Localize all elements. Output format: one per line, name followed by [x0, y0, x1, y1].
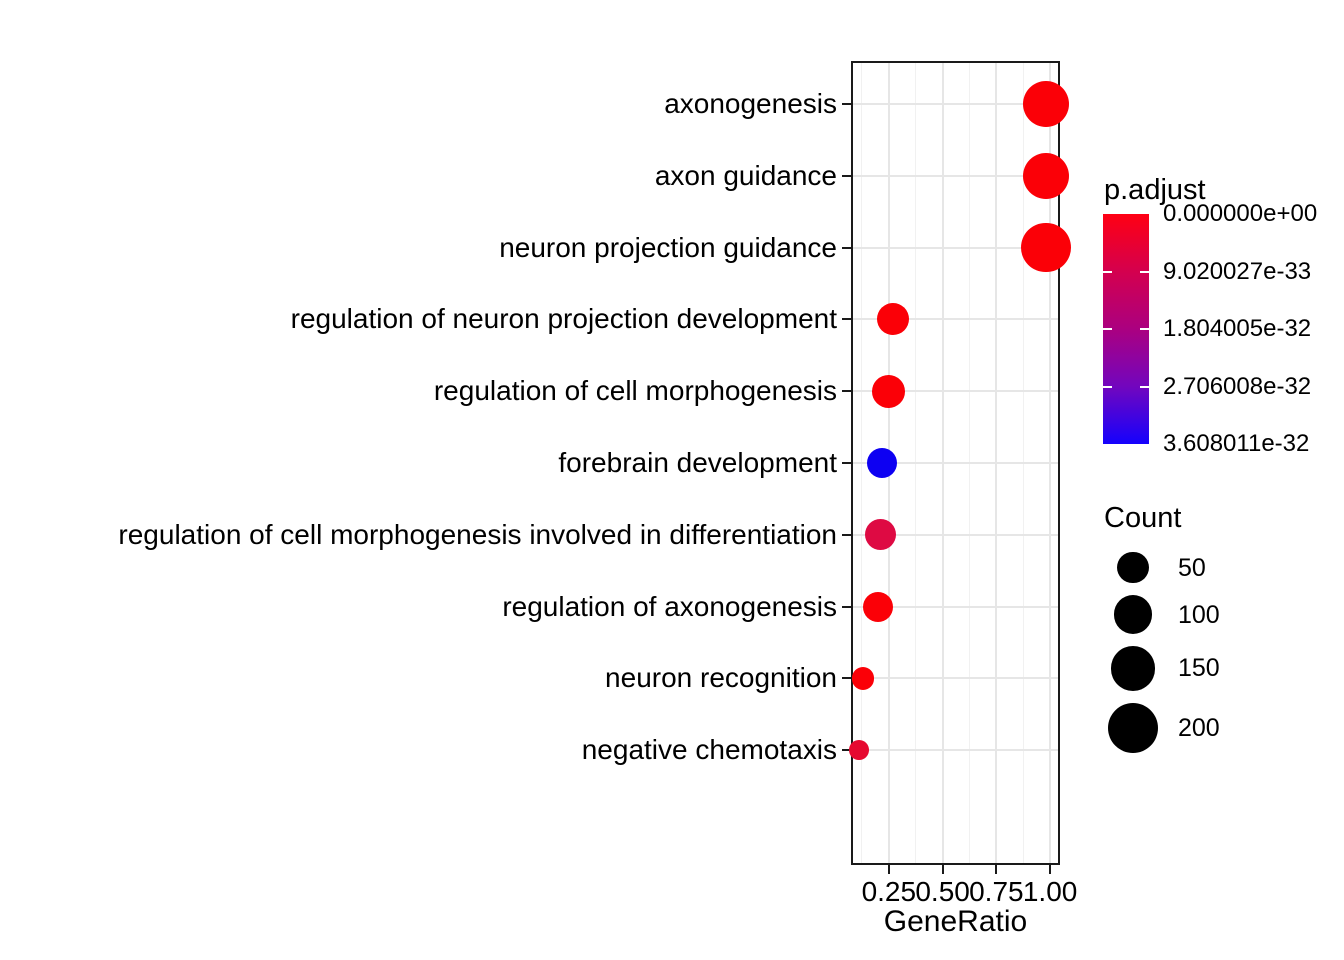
count-legend-label: 100: [1178, 600, 1220, 629]
y-axis-tick: [842, 246, 851, 249]
dot-point: [864, 519, 896, 551]
x-axis-tick-label: 0.25: [861, 876, 917, 907]
x-axis-tick: [887, 865, 890, 874]
count-legend-circle: [1113, 595, 1153, 634]
dot-point: [872, 374, 906, 408]
dot-point: [851, 666, 875, 690]
y-axis-tick: [842, 462, 851, 464]
y-axis-tick: [842, 605, 851, 608]
y-axis-label: regulation of cell morphogenesis involve…: [118, 518, 837, 550]
x-axis-tick-label: 0.75: [969, 876, 1024, 907]
count-legend-circle: [1117, 552, 1149, 584]
gridline-major-horizontal: [851, 677, 1060, 680]
colorbar-tick-left: [1103, 328, 1112, 330]
y-axis-label: axonogenesis: [664, 88, 837, 120]
y-axis-label: forebrain development: [558, 447, 837, 478]
colorbar-label: 3.608011e-32: [1163, 430, 1310, 457]
count-legend-circle: [1108, 702, 1158, 753]
colorbar-label: 0.000000e+00: [1163, 200, 1318, 227]
dot-point: [848, 740, 869, 761]
x-axis-tick: [995, 865, 998, 874]
dot-point: [1021, 222, 1071, 273]
y-axis-label: negative chemotaxis: [581, 734, 837, 766]
gridline-major-horizontal: [851, 318, 1060, 321]
y-axis-label: neuron projection guidance: [499, 231, 837, 263]
colorbar-tick-right: [1140, 270, 1149, 273]
y-axis-tick: [842, 318, 851, 321]
y-axis-label: regulation of cell morphogenesis: [433, 375, 837, 407]
dot-point: [1022, 81, 1069, 128]
y-axis-tick: [842, 390, 851, 393]
y-axis-label: regulation of axonogenesis: [502, 590, 837, 622]
dot-point: [1022, 152, 1069, 199]
gridline-major-horizontal: [851, 174, 1060, 177]
colorbar-tick-left: [1103, 385, 1112, 388]
y-axis-tick: [842, 677, 851, 680]
dot-point: [877, 303, 910, 336]
gridline-major-horizontal: [851, 462, 1060, 464]
count-legend-label: 150: [1178, 654, 1220, 683]
y-axis-tick: [842, 749, 851, 752]
y-axis-label: neuron recognition: [605, 662, 837, 694]
gridline-major-horizontal: [851, 749, 1060, 752]
dot-point: [867, 448, 898, 478]
gridline-major-horizontal: [851, 533, 1060, 536]
y-axis-tick: [842, 103, 851, 106]
gridline-major-horizontal: [851, 103, 1060, 106]
x-axis-title: GeneRatio: [883, 905, 1028, 938]
count-legend-label: 50: [1178, 553, 1206, 582]
colorbar-tick-right: [1140, 385, 1149, 388]
gridline-major-horizontal: [851, 605, 1060, 608]
count-legend-circle: [1110, 645, 1156, 691]
x-axis-tick: [941, 865, 944, 874]
y-axis-label: axon guidance: [654, 159, 837, 191]
padjust-legend-title: p.adjust: [1104, 174, 1206, 206]
count-legend-label: 200: [1178, 713, 1220, 742]
colorbar-label: 1.804005e-32: [1163, 315, 1312, 342]
colorbar-tick-right: [1140, 328, 1149, 330]
y-axis-tick: [842, 174, 851, 177]
y-axis-tick: [842, 533, 851, 536]
colorbar-tick-left: [1103, 270, 1112, 273]
x-axis-tick: [1049, 865, 1052, 874]
gridline-major-horizontal: [851, 390, 1060, 393]
x-axis-tick-label: 1.00: [1022, 876, 1078, 907]
dot-point: [863, 591, 894, 622]
y-axis-label: regulation of neuron projection developm…: [290, 303, 837, 335]
colorbar-label: 2.706008e-32: [1163, 372, 1312, 400]
x-axis-tick-label: 0.50: [915, 876, 970, 907]
count-legend-title: Count: [1104, 502, 1182, 534]
colorbar-label: 9.020027e-33: [1163, 257, 1312, 285]
gridline-major-horizontal: [851, 246, 1060, 249]
